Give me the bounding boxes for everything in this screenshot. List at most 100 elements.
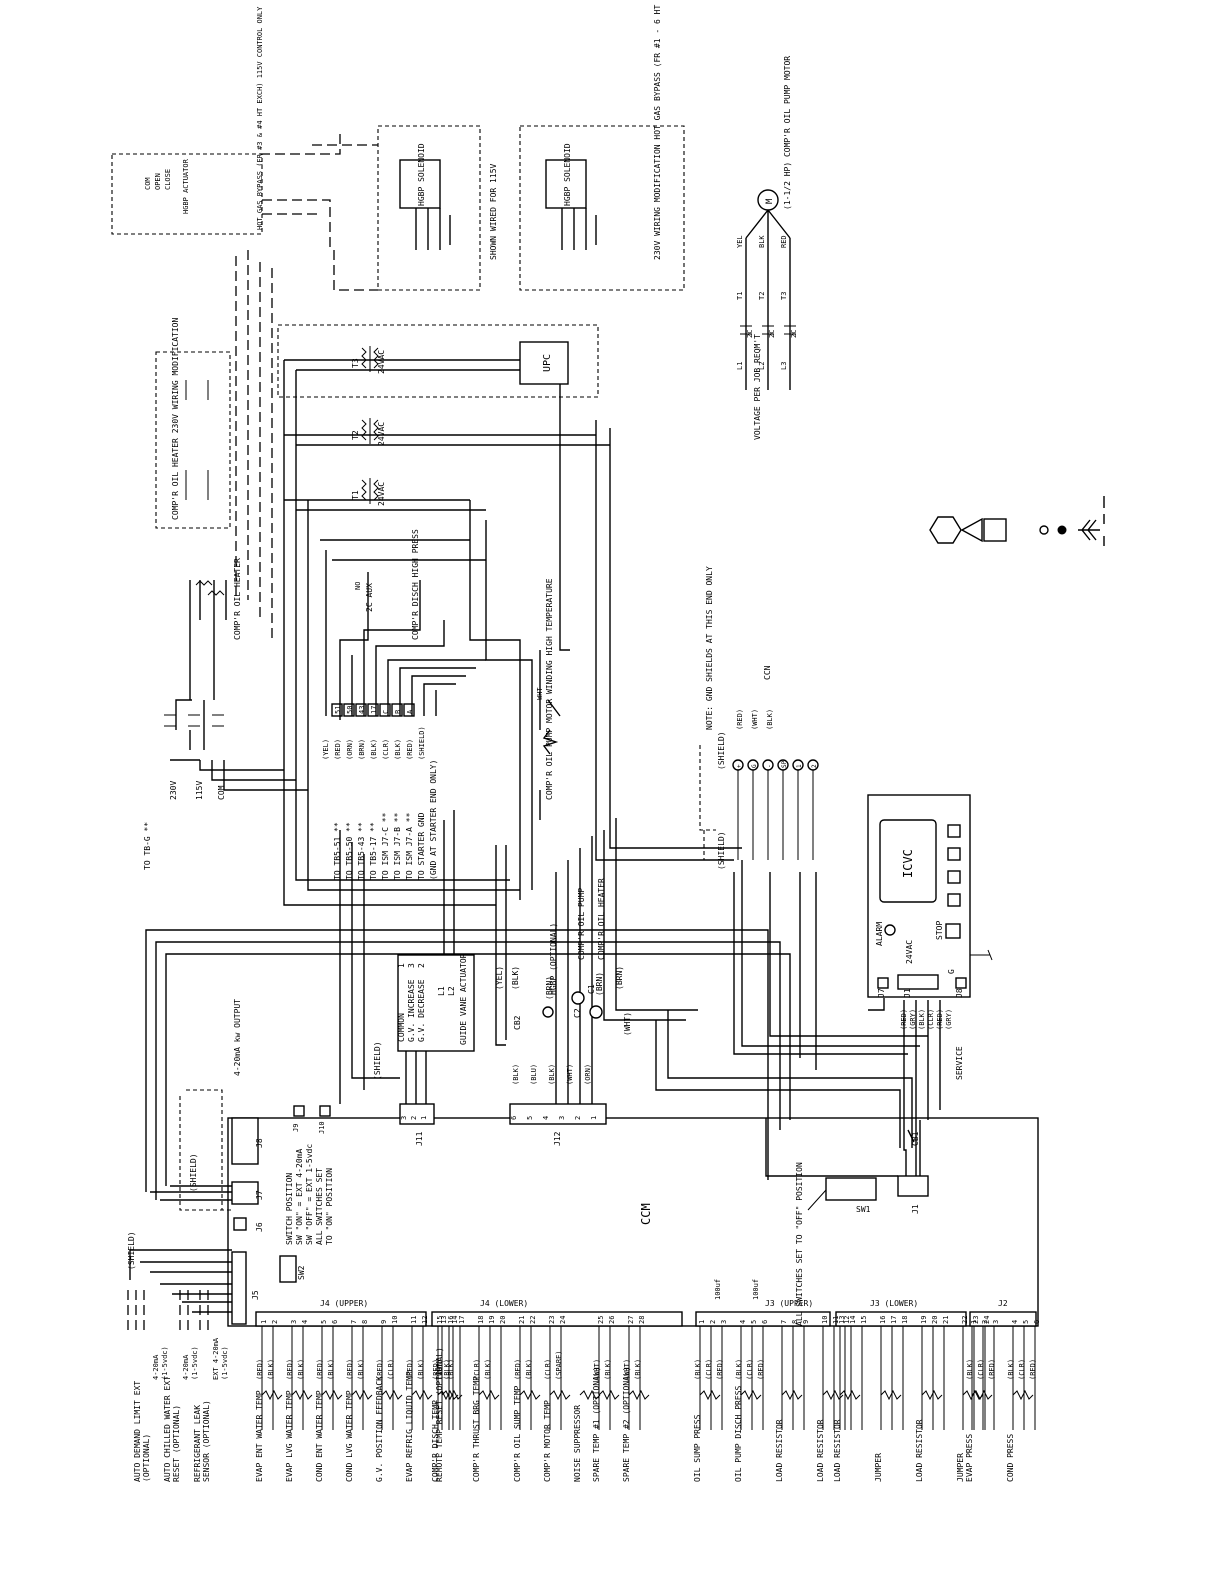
j2-pin-number: 1 bbox=[970, 1320, 978, 1324]
starter-loop bbox=[320, 539, 486, 716]
j3_lower-pin-number: 17 bbox=[890, 1316, 898, 1324]
ccn-network: NOTE: GND SHIELDS AT THIS END ONLY CCN (… bbox=[699, 566, 819, 870]
ccn-feed bbox=[733, 860, 928, 1055]
j4_lower-pin-number: 20 bbox=[499, 1316, 507, 1324]
cb1-symbol bbox=[907, 1120, 921, 1176]
icvc-to-j1 bbox=[903, 1000, 941, 1176]
left-shield-bundles: (SHIELD) (SHIELD) 4-20mA kw OUTPUT bbox=[127, 999, 242, 1335]
board-run-j1 bbox=[765, 1118, 898, 1177]
j3_upper-pin-number: 2 bbox=[709, 1320, 717, 1324]
ccn-wire-label: (WHT) bbox=[751, 709, 759, 730]
ext-input-signal: 4-20mA bbox=[152, 1354, 160, 1380]
out-wire-blk: (BLK) bbox=[511, 966, 520, 990]
j4_lower-sensor-element bbox=[579, 1389, 601, 1401]
legend-open-circle-icon bbox=[1039, 525, 1049, 535]
ccm-board-outline bbox=[227, 1117, 1039, 1327]
oil-heater-element-1 bbox=[195, 580, 213, 586]
transformer-coil bbox=[361, 346, 379, 372]
j3_upper-pin-number: 6 bbox=[761, 1320, 769, 1324]
transformer-name: T1 bbox=[351, 490, 360, 500]
sw1-note: ALL SWITCHES SET TO "OFF" POSITION bbox=[795, 1162, 804, 1326]
starter-terminal-blocks bbox=[320, 539, 486, 720]
ccn-terminal-label: 2 bbox=[811, 764, 818, 768]
icvc-wire-label: (GRY) bbox=[945, 1009, 953, 1030]
icvc-j7-lead bbox=[868, 998, 885, 1011]
oil-pump-thermostat bbox=[539, 650, 561, 820]
icvc-alarm-label: ALARM bbox=[875, 922, 884, 946]
starter-wire-label: (CLR) bbox=[382, 739, 390, 760]
j4_upper-sensor-label: EVAP LVG WATER TEMP bbox=[285, 1390, 294, 1482]
ccn-terminal-label: + bbox=[736, 764, 743, 768]
starter-term-label: TO ISM J7-B ** bbox=[393, 812, 402, 880]
ccn-terminal-label: SP bbox=[781, 760, 788, 768]
sw2-note-1: SWITCH POSITION bbox=[285, 1173, 294, 1245]
j3_lower-sensor-element bbox=[839, 1389, 861, 1401]
oil-heater-label: COMP'R OIL HEATER bbox=[597, 878, 606, 960]
icvc-stop-button[interactable] bbox=[945, 923, 961, 939]
cb1-label: CB1 bbox=[911, 1131, 920, 1146]
ext-input-signal: EXT 4-20mA bbox=[212, 1337, 220, 1380]
starter-term-block bbox=[391, 703, 403, 717]
starter-wire-label: (RED) bbox=[334, 739, 342, 760]
j4_upper-wire-label: (RED) bbox=[256, 1359, 264, 1380]
starter-term-block bbox=[343, 703, 355, 717]
j4_upper-sensor-label: G.V. POSITION FEEDBACK bbox=[375, 1376, 384, 1482]
ext-input-note: (OPTIONAL) bbox=[142, 1434, 151, 1482]
j4_upper-pin-number: 10 bbox=[391, 1316, 399, 1324]
j4_upper-sensor-element bbox=[351, 1389, 373, 1401]
icvc-softkey-2[interactable] bbox=[947, 847, 961, 861]
oil-run bbox=[603, 818, 698, 1021]
j12-connector bbox=[509, 1103, 607, 1125]
oil-heater-230v-leads bbox=[185, 380, 209, 500]
icvc-softkey-1[interactable] bbox=[947, 824, 961, 838]
starter-term-block-label: B bbox=[394, 710, 402, 714]
j4_upper-wire-label: (RED) bbox=[286, 1359, 294, 1380]
j4_lower-sensor-label: COMP'R MOTOR TEMP bbox=[543, 1400, 552, 1482]
cb2-label: CB2 bbox=[513, 1015, 522, 1030]
j4_lower-pin-number: 25 bbox=[597, 1316, 605, 1324]
j2-pin-number: 4 bbox=[1011, 1320, 1019, 1324]
icvc-wire-label: (RED) bbox=[900, 1009, 908, 1030]
j4_upper-pin-number: 13 bbox=[440, 1316, 448, 1324]
shield-label-1: (SHIELD) bbox=[127, 1231, 136, 1270]
j12-pin: 2 bbox=[574, 1116, 582, 1120]
shield-label-4: (SHIELD) bbox=[717, 831, 726, 870]
j4_upper-wire-label: (BLK) bbox=[327, 1359, 335, 1380]
j11-run bbox=[339, 830, 400, 1104]
upc-feed bbox=[284, 359, 520, 371]
j3_lower-sensor-label: JUMPER bbox=[874, 1453, 883, 1482]
legend-filled-circle-icon bbox=[1057, 525, 1067, 535]
icvc-softkey-3[interactable] bbox=[947, 870, 961, 884]
j4_lower-wire-label: (CLR) bbox=[473, 1359, 481, 1380]
j4_upper-pin-number: 7 bbox=[350, 1320, 358, 1324]
j8-connector bbox=[231, 1117, 259, 1165]
j3_upper-pin-number: 5 bbox=[750, 1320, 758, 1324]
icvc-softkey-4[interactable] bbox=[947, 893, 961, 907]
j4_lower-sensor-element bbox=[437, 1389, 459, 1401]
icvc-stop-label: STOP bbox=[935, 921, 944, 940]
cap-1-label: 100uf bbox=[714, 1279, 722, 1300]
icvc-wire-labels: (RED)(GRY)(BLK)(CLR)(RED)(GRY) bbox=[900, 1009, 953, 1030]
oil-heater-230v: COMP'R OIL HEATER 230V WIRING MODIFICATI… bbox=[155, 318, 231, 529]
shield-label-2: (SHIELD) bbox=[189, 1153, 198, 1192]
ext-input-signal: 4-20mA bbox=[182, 1354, 190, 1380]
ccn-terminal-label: - bbox=[766, 764, 773, 768]
starter-term-block-label: C bbox=[382, 710, 390, 714]
ccn-label: CCN bbox=[763, 665, 772, 680]
j4_upper-wire-label: (BLK) bbox=[417, 1359, 425, 1380]
contactor-label: 2C bbox=[768, 330, 776, 338]
j4_lower-pin-number: 21 bbox=[518, 1316, 526, 1324]
j4_lower-wire-label: (RED) bbox=[432, 1359, 440, 1380]
ccn-terminal-label: 1 bbox=[796, 764, 803, 768]
power-input-label: TO TB-G ** bbox=[143, 822, 152, 870]
hgbp-230v-box bbox=[519, 125, 685, 291]
j11-connector bbox=[399, 1103, 435, 1125]
j4_lower-sensor-label: COMP'R DISCH TEMP bbox=[431, 1400, 440, 1482]
gv-term-common: COMMON bbox=[397, 1013, 406, 1042]
power-bus-to-starter bbox=[199, 760, 308, 791]
oil-heater-leads bbox=[189, 580, 227, 700]
